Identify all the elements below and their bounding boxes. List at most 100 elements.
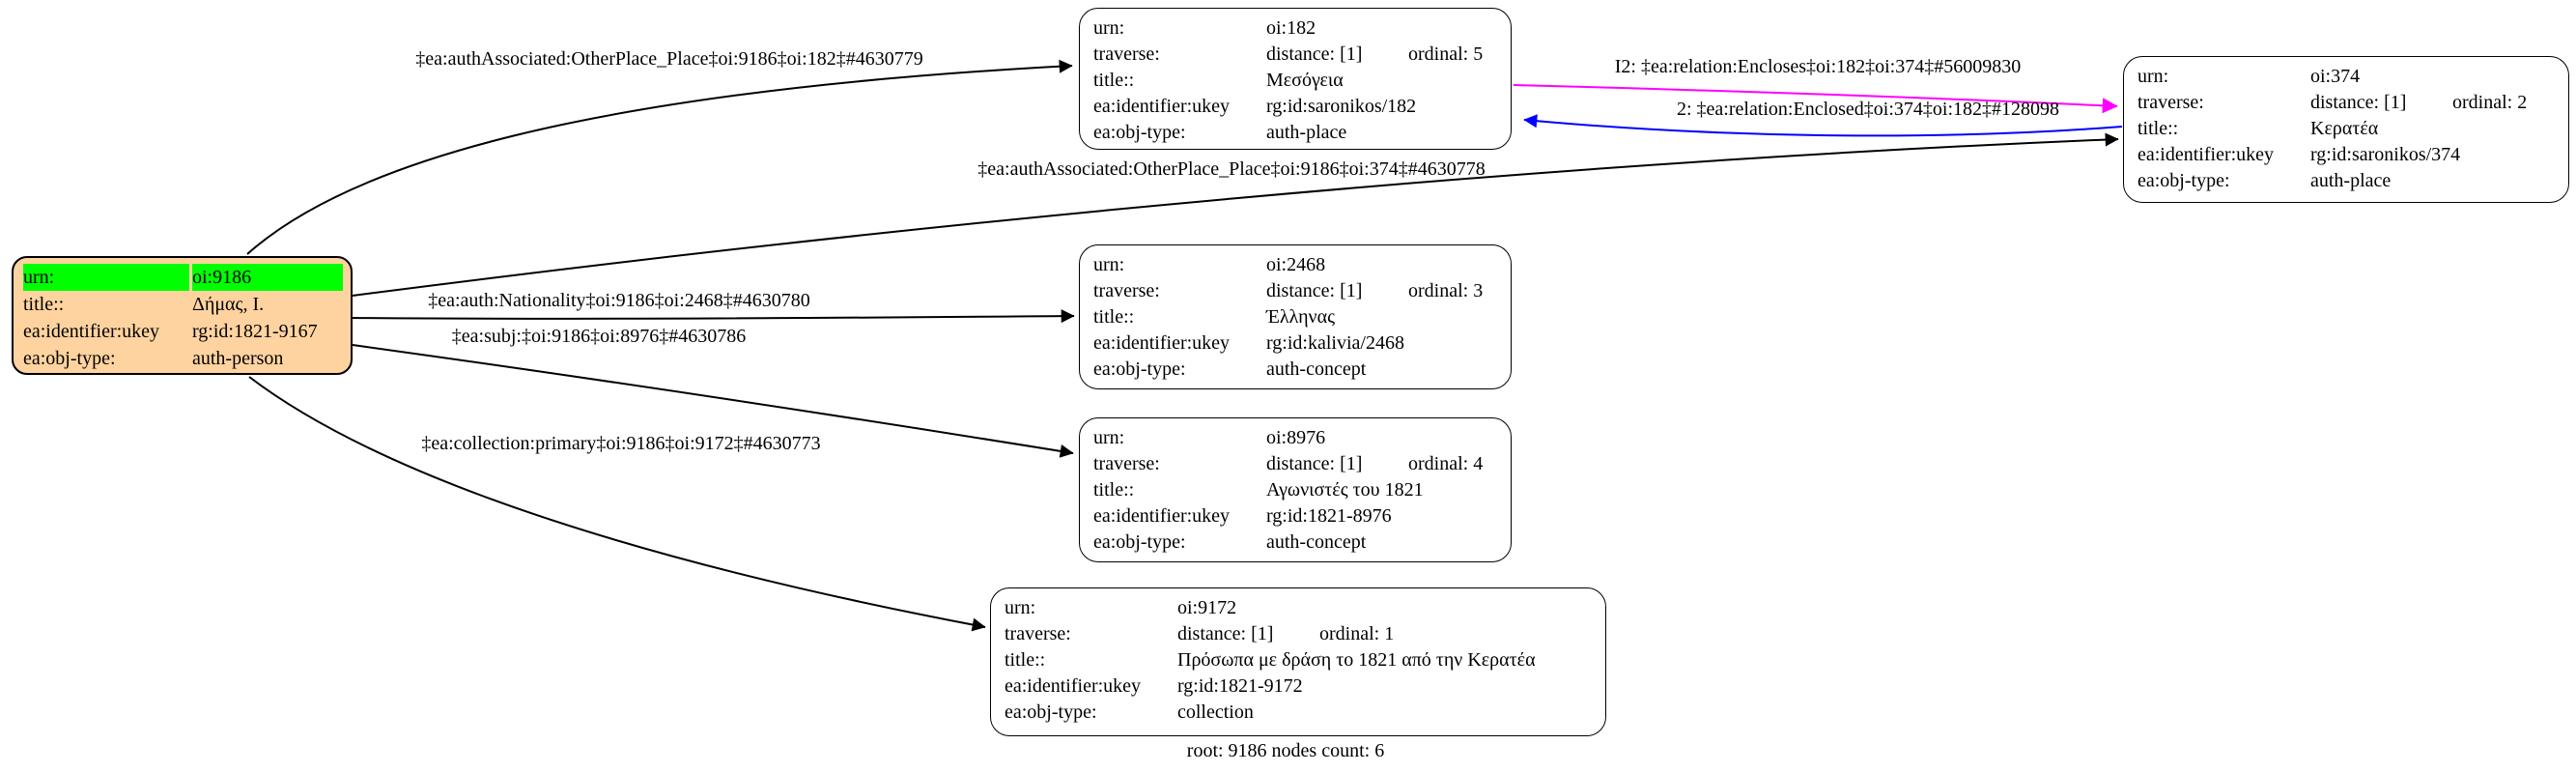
field-value: oi:182	[1266, 17, 1316, 39]
field-value: auth-person	[192, 348, 284, 369]
field-label: ea:obj-type:	[2137, 170, 2230, 191]
node-row-ukey: ea:identifier:ukey rg:id:kalivia/2468	[1093, 330, 1499, 357]
field-value: Αγωνιστές του 1821	[1266, 479, 1424, 501]
distance-value: distance: [1]	[1177, 623, 1274, 644]
node-row-objtype: ea:obj-type: auth-concept	[1093, 530, 1499, 556]
field-value: distance: [1]ordinal: 2	[2310, 90, 2557, 116]
node-row-title: title:: Κερατέα	[2137, 116, 2557, 142]
field-value: collection	[1177, 701, 1254, 723]
field-value: auth-concept	[1266, 358, 1367, 380]
field-value: oi:9186	[192, 264, 343, 291]
node-row-title: title:: Δήμας, Ι.	[23, 291, 343, 318]
graph-caption: root: 9186 nodes count: 6	[1186, 740, 1385, 761]
field-value: oi:2468	[1266, 254, 1326, 275]
node-row-objtype: ea:obj-type: auth-place	[2137, 168, 2557, 194]
graph-node-oi-9186-root[interactable]: urn: oi:9186 title:: Δήμας, Ι. ea:identi…	[12, 256, 353, 375]
node-row-ukey: ea:identifier:ukey rg:id:1821-8976	[1093, 503, 1499, 530]
field-value: rg:id:kalivia/2468	[1266, 332, 1404, 354]
field-value: auth-concept	[1266, 531, 1367, 553]
node-row-traverse: traverse: distance: [1] ordinal: 3	[1093, 278, 1499, 304]
distance-value: distance: [1]	[1266, 43, 1363, 65]
edge-label-relation-enclosed: 2: ‡ea:relation:Enclosed‡oi:374‡oi:182‡#…	[1676, 99, 2060, 120]
field-label: traverse:	[1093, 280, 1160, 301]
ordinal-value: ordinal: 5	[1408, 43, 1484, 65]
field-value: Κερατέα	[2310, 118, 2379, 139]
field-value: rg:id:1821-8976	[1266, 505, 1392, 527]
field-value: oi:374	[2310, 66, 2361, 87]
field-value: oi:9172	[1177, 597, 1237, 618]
field-value: auth-place	[1266, 122, 1347, 143]
field-value: rg:id:saronikos/374	[2310, 144, 2461, 165]
field-label: ea:obj-type:	[1093, 358, 1186, 380]
field-value: rg:id:1821-9172	[1177, 675, 1303, 697]
field-value: distance: [1]ordinal: 4	[1266, 451, 1499, 477]
field-label: title::	[1005, 649, 1046, 671]
field-label: ea:identifier:ukey	[1093, 332, 1231, 354]
node-row-traverse: traverse: distance: [1]ordinal: 2	[2137, 90, 2557, 116]
edge-relation-encloses-182-374	[1513, 84, 2118, 114]
field-label: ea:obj-type:	[1005, 701, 1097, 723]
node-row-ukey: ea:identifier:ukey rg:id:1821-9167	[23, 318, 343, 345]
node-row-traverse: traverse: distance: [1] ordinal: 5	[1093, 42, 1499, 68]
field-value: distance: [1] ordinal: 1	[1177, 621, 1594, 647]
field-value: oi:8976	[1266, 427, 1326, 448]
field-value: auth-place	[2310, 170, 2392, 191]
field-label: ea:identifier:ukey	[1005, 675, 1142, 697]
field-value: Έλληνας	[1266, 306, 1335, 328]
field-label: ea:identifier:ukey	[2137, 144, 2275, 165]
node-row-urn: urn: oi:8976	[1093, 425, 1499, 451]
node-row-ukey: ea:identifier:ukey rg:id:saronikos/182	[1093, 94, 1499, 120]
graph-node-oi-374[interactable]: urn: oi:374 traverse: distance: [1]ordin…	[2123, 56, 2569, 203]
graph-node-oi-9172[interactable]: urn: oi:9172 traverse: distance: [1]ordi…	[990, 587, 1606, 736]
node-row-urn: urn: oi:374	[2137, 64, 2557, 90]
graph-node-oi-182[interactable]: urn: oi:182 traverse: distance: [1] ordin…	[1079, 8, 1512, 150]
field-value: rg:id:1821-9167	[192, 321, 318, 342]
field-label: urn:	[2137, 66, 2169, 87]
graph-node-oi-2468[interactable]: urn: oi:2468 traverse: distance: [1] ordi…	[1079, 244, 1512, 389]
edge-label-relation-encloses: I2: ‡ea:relation:Encloses‡oi:182‡oi:374‡…	[1614, 56, 2022, 77]
field-label: urn:	[1093, 427, 1125, 448]
field-label: urn:	[23, 264, 189, 291]
node-row-objtype: ea:obj-type: auth-place	[1093, 120, 1499, 146]
field-label: title::	[1093, 70, 1135, 91]
distance-value: distance: [1]	[1266, 453, 1363, 474]
edge-relation-enclosed-374-182	[1523, 114, 2123, 137]
node-row-objtype: ea:obj-type: auth-concept	[1093, 357, 1499, 383]
node-row-traverse: traverse: distance: [1]ordinal: 4	[1093, 451, 1499, 477]
edge-subj-9186-8976	[352, 344, 1074, 458]
node-row-title: title:: Έλληνας	[1093, 304, 1499, 330]
distance-value: distance: [1]	[1266, 280, 1363, 301]
field-label: title::	[1093, 306, 1135, 328]
node-row-urn: urn: oi:9172	[1005, 595, 1594, 621]
field-label: title::	[23, 294, 65, 315]
node-row-urn: urn: oi:2468	[1093, 252, 1499, 278]
edge-auth-associated-9186-182	[246, 59, 1073, 255]
edge-auth-nationality-9186-2468	[352, 309, 1075, 324]
ordinal-value: ordinal: 3	[1408, 280, 1484, 301]
field-value: Δήμας, Ι.	[192, 294, 265, 315]
field-label: traverse:	[2137, 92, 2204, 113]
node-row-objtype: ea:obj-type: collection	[1005, 700, 1594, 726]
field-label: traverse:	[1093, 43, 1160, 65]
node-row-ukey: ea:identifier:ukey rg:id:1821-9172	[1005, 673, 1594, 700]
field-label: ea:obj-type:	[1093, 531, 1186, 553]
field-value: distance: [1] ordinal: 3	[1266, 278, 1499, 304]
field-label: ea:identifier:ukey	[1093, 505, 1231, 527]
ordinal-value: ordinal: 1	[1319, 623, 1395, 644]
node-row-urn: urn: oi:9186	[23, 264, 343, 291]
field-label: urn:	[1093, 17, 1125, 39]
node-row-title: title:: Αγωνιστές του 1821	[1093, 477, 1499, 503]
field-value: Πρόσωπα με δράση το 1821 από την Κερατέα	[1177, 649, 1536, 671]
field-label: ea:identifier:ukey	[1093, 96, 1231, 117]
edge-label-auth-associated-374: ‡ea:authAssociated:OtherPlace_Place‡oi:9…	[977, 158, 1486, 180]
node-row-ukey: ea:identifier:ukey rg:id:saronikos/374	[2137, 142, 2557, 168]
field-label: urn:	[1005, 597, 1036, 618]
field-label: title::	[2137, 118, 2179, 139]
node-row-urn: urn: oi:182	[1093, 15, 1499, 42]
graph-node-oi-8976[interactable]: urn: oi:8976 traverse: distance: [1]ordi…	[1079, 417, 1512, 562]
field-value: rg:id:saronikos/182	[1266, 96, 1417, 117]
distance-value: distance: [1]	[2310, 92, 2407, 113]
field-label: ea:obj-type:	[23, 348, 116, 369]
